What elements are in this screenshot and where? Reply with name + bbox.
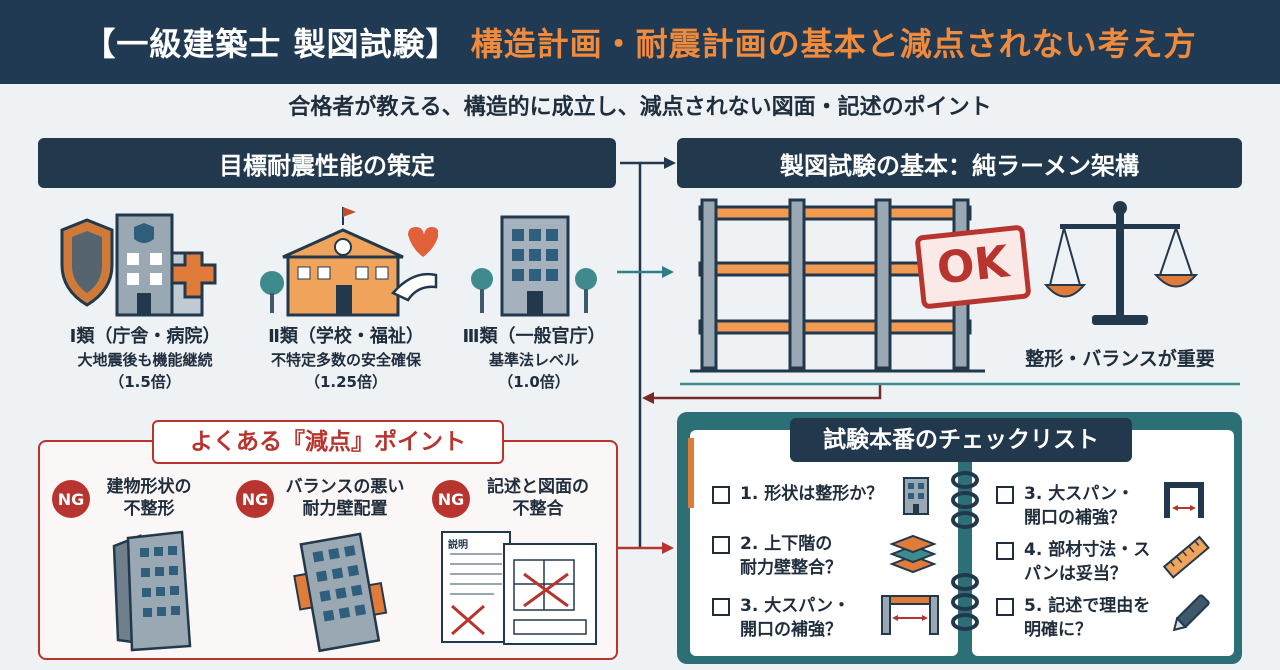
checkbox[interactable] <box>996 542 1014 560</box>
balance-scale-icon <box>1043 201 1199 325</box>
checklist-right-1-line1: 3. 大スパン・ <box>1024 484 1135 504</box>
header-title-main: 構造計画・耐震計画の基本と減点されない考え方 <box>470 25 1197 63</box>
checklist-left-2-line2: 耐力壁整合？ <box>740 558 842 578</box>
ng-item-2: バランスの悪い 耐力壁配置 <box>276 476 414 520</box>
category-1-factor: （1.5倍） <box>109 373 181 391</box>
ng-item-2-line2: 耐力壁配置 <box>302 499 388 519</box>
checkbox[interactable] <box>712 536 730 554</box>
bookmark-tab <box>688 438 694 508</box>
checklist-heading: 試験本番のチェックリスト <box>790 418 1132 462</box>
ng-item-3-line1: 記述と図面の <box>487 477 589 497</box>
checklist-left-1-line1: 1. 形状は整形か？ <box>740 484 884 504</box>
category-3-desc: 基準法レベル <box>488 351 579 369</box>
checklist-right-3-line1: 5. 記述で理由を <box>1024 596 1151 616</box>
ng-badge-2: NG <box>236 480 274 518</box>
ng-item-1-line1: 建物形状の <box>106 477 192 497</box>
category-2-desc: 不特定多数の安全確保 <box>270 351 421 369</box>
category-3-name: Ⅲ類（一般官庁） <box>462 326 606 347</box>
checklist-right-2-line2: パンは妥当？ <box>1024 564 1127 584</box>
category-1-name: Ⅰ類（庁舎・病院） <box>69 326 221 347</box>
category-2-factor: （1.25倍） <box>304 373 387 391</box>
ng-item-1: 建物形状の 不整形 <box>94 476 204 520</box>
document-mismatch-icon <box>441 531 597 645</box>
checkbox[interactable] <box>712 598 730 616</box>
checklist-item-right-2[interactable]: 4. 部材寸法・ス パンは妥当？ <box>996 538 1150 586</box>
span-frame-icon <box>881 595 939 635</box>
ng-item-1-line2: 不整形 <box>123 499 175 519</box>
ng-heading: よくある『減点』ポイント <box>152 420 504 464</box>
rigid-frame-icon <box>690 198 985 373</box>
category-2-name: Ⅱ類（学校・福祉） <box>268 326 424 347</box>
checklist-item-left-1[interactable]: 1. 形状は整形か？ <box>712 482 883 506</box>
tilted-building-icon <box>293 532 388 653</box>
balance-note: 整形・バランスが重要 <box>1025 348 1215 370</box>
frame-divider <box>680 382 1240 386</box>
checklist-item-left-3[interactable]: 3. 大スパン・ 開口の補強？ <box>712 594 850 642</box>
ng-badge-3: NG <box>432 480 470 518</box>
stacked-layers-icon <box>889 534 937 574</box>
ok-stamp: OK <box>914 224 1032 310</box>
category-3-factor: （1.0倍） <box>498 373 570 391</box>
hospital-building-icon <box>60 213 217 317</box>
page-header: 【一級建築士 製図試験】 構造計画・耐震計画の基本と減点されない考え方 <box>0 0 1280 84</box>
checklist-item-right-1[interactable]: 3. 大スパン・ 開口の補強？ <box>996 482 1134 530</box>
frame-heading: 製図試験の基本：純ラーメン架構 <box>677 138 1242 188</box>
checklist-right-2-line1: 4. 部材寸法・ス <box>1024 540 1151 560</box>
school-building-icon <box>260 207 438 317</box>
ng-badge-1: NG <box>52 480 90 518</box>
page-subtitle: 合格者が教える、構造的に成立し、減点されない図面・記述のポイント <box>288 95 992 120</box>
checkbox[interactable] <box>996 486 1014 504</box>
checklist-right-1-line2: 開口の補強？ <box>1024 508 1126 528</box>
binder-rings-icon <box>951 471 979 631</box>
office-building-icon <box>471 215 597 317</box>
checklist-left-2-line1: 2. 上下階の <box>740 534 833 554</box>
ng-item-3: 記述と図面の 不整合 <box>474 476 602 520</box>
opening-frame-icon <box>1164 482 1204 518</box>
category-1: Ⅰ類（庁舎・病院） 大地震後も機能継続 （1.5倍） <box>50 325 240 393</box>
checklist-item-right-3[interactable]: 5. 記述で理由を 明確に？ <box>996 594 1150 642</box>
category-1-desc: 大地震後も機能継続 <box>77 351 213 369</box>
ruler-icon <box>1162 535 1210 579</box>
checkbox[interactable] <box>712 486 730 504</box>
pen-icon <box>1172 594 1210 632</box>
ng-item-3-line2: 不整合 <box>512 499 564 519</box>
checkbox[interactable] <box>996 598 1014 616</box>
header-title-bracket: 【一級建築士 製図試験】 <box>83 25 459 63</box>
doc-label: 説明 <box>448 540 468 551</box>
checklist-left-3-line2: 開口の補強？ <box>740 620 842 640</box>
building-icon <box>903 477 929 515</box>
irregular-building-icon <box>112 530 192 652</box>
checklist-left-3-line1: 3. 大スパン・ <box>740 596 851 616</box>
checklist-item-left-2[interactable]: 2. 上下階の 耐力壁整合？ <box>712 532 842 580</box>
ng-item-2-line1: バランスの悪い <box>285 477 405 497</box>
seismic-heading: 目標耐震性能の策定 <box>38 138 616 188</box>
checklist-right-3-line2: 明確に？ <box>1024 620 1092 640</box>
category-2: Ⅱ類（学校・福祉） 不特定多数の安全確保 （1.25倍） <box>246 325 446 393</box>
category-3: Ⅲ類（一般官庁） 基準法レベル （1.0倍） <box>452 325 616 393</box>
